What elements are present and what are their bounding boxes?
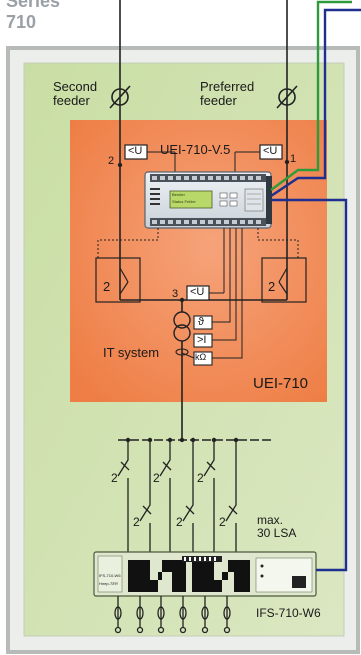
breaker-row-upper xyxy=(117,440,216,493)
overcurrent-symbol: >I xyxy=(197,334,207,346)
preferred-feeder-label: Preferred feeder xyxy=(200,79,255,109)
terminal-3-label: 3 xyxy=(172,288,179,300)
device-logo: Bender xyxy=(172,192,185,197)
breaker-preferred xyxy=(276,85,298,109)
ifs-face-text-1: IFS-710-W6 xyxy=(99,573,121,578)
breaker-upper-label-2: 2 xyxy=(153,471,160,485)
uv-label-left: <U xyxy=(128,145,143,157)
uv-label-center: <U xyxy=(190,286,205,298)
device-display-text: Status Fehler xyxy=(172,199,196,204)
max-lsa-label: max. 30 LSA xyxy=(257,513,297,541)
breaker-row-lower xyxy=(127,493,238,552)
relay-right xyxy=(261,257,307,303)
ifs-module-label: IFS-710-W6 xyxy=(256,606,321,620)
relay-left-label: 2 xyxy=(103,279,111,294)
breaker-upper-label-3: 2 xyxy=(197,471,204,485)
breaker-upper-label-1: 2 xyxy=(111,471,118,485)
ifs-face-text-2: Hnep-TER xyxy=(99,581,118,586)
temp-symbol: ϑ xyxy=(198,316,205,328)
blue-cable-bottom xyxy=(271,198,348,572)
breaker-lower-label-1: 2 xyxy=(133,515,140,529)
terminal-dot-2 xyxy=(117,162,123,168)
uei-box-label: UEI-710 xyxy=(253,375,309,392)
relay-right-label: 2 xyxy=(268,279,276,294)
green-cable xyxy=(270,0,352,191)
breaker-lower-label-3: 2 xyxy=(219,515,226,529)
terminal-2-label: 2 xyxy=(108,155,115,167)
terminal-dot-1 xyxy=(284,159,290,165)
uv-label-right: <U xyxy=(263,145,278,157)
blue-cable-top xyxy=(270,8,361,197)
breaker-lower-label-2: 2 xyxy=(176,515,183,529)
relay-left xyxy=(95,257,141,303)
terminal-1-label: 1 xyxy=(290,153,297,165)
resistance-symbol: kΩ xyxy=(195,352,207,362)
device-model-label: UEI-710-V.5 xyxy=(160,142,231,157)
series-title: Series 710 xyxy=(6,0,61,32)
device-display xyxy=(169,190,213,209)
ifs-module xyxy=(93,551,317,597)
breaker-second xyxy=(109,85,131,109)
uei-device xyxy=(144,171,272,229)
second-feeder-label: Second feeder xyxy=(53,79,98,109)
it-system-label: IT system xyxy=(103,345,160,360)
